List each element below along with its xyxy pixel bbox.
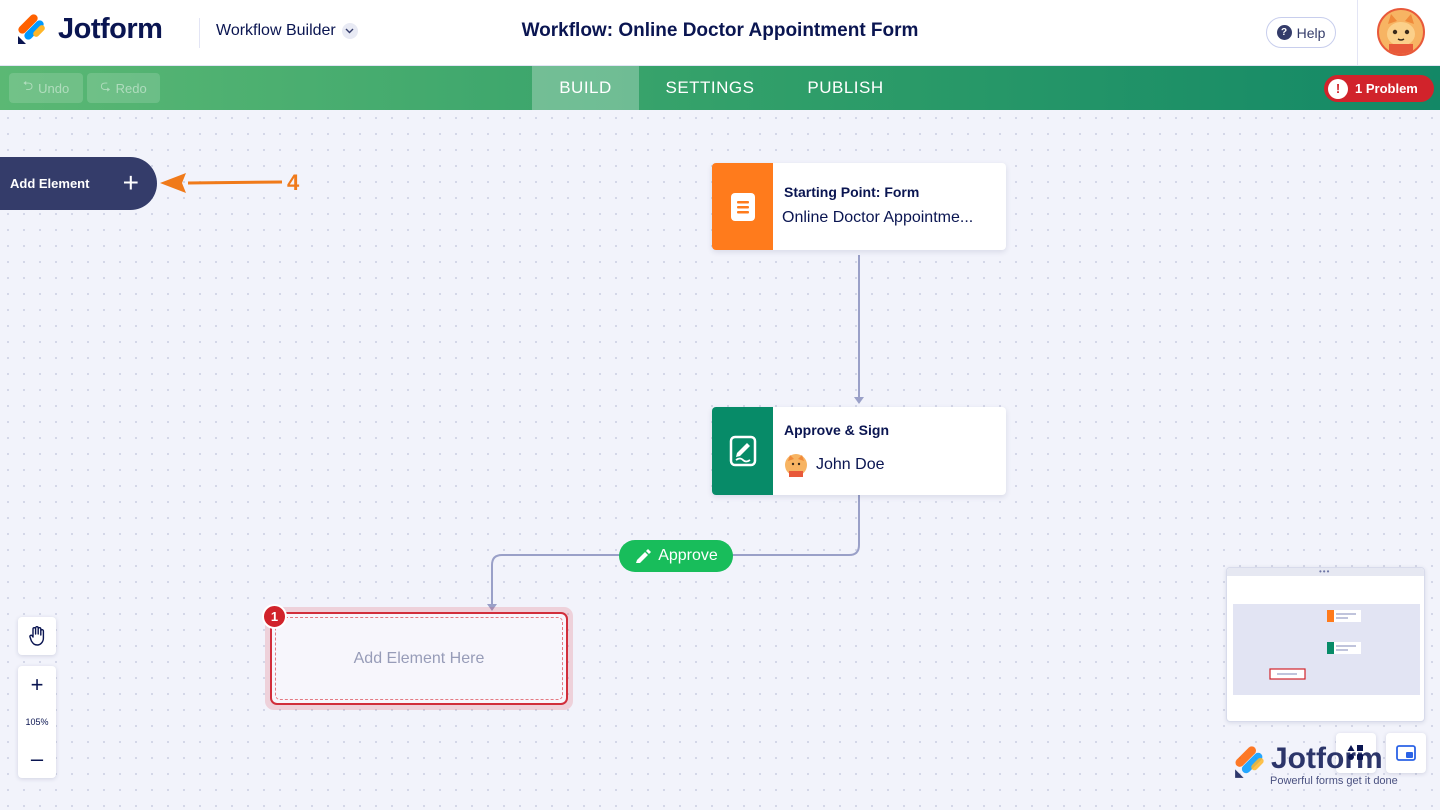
node-icon-container: [712, 407, 773, 495]
minimap-icon: [1396, 745, 1416, 761]
minimap-viewport[interactable]: [1233, 604, 1420, 695]
workflow-builder-dropdown[interactable]: Workflow Builder: [216, 22, 358, 40]
assignee-name: John Doe: [816, 456, 885, 473]
header-divider: [199, 18, 200, 48]
help-button[interactable]: ? Help: [1266, 17, 1336, 48]
brand-name: Jotform: [58, 13, 163, 45]
zoom-out-button[interactable]: –: [30, 746, 44, 771]
add-element-button[interactable]: Add Element +: [0, 157, 157, 210]
node-label: Starting Point: Form: [784, 184, 920, 200]
jotform-logo-icon: [18, 13, 45, 44]
undo-icon: ⮌: [22, 78, 34, 93]
minimap-drag-handle[interactable]: •••: [1227, 568, 1424, 576]
placeholder-label: Add Element Here: [353, 649, 485, 667]
approve-label: Approve: [658, 547, 718, 564]
tab-publish[interactable]: PUBLISH: [807, 78, 884, 97]
approve-sign-node[interactable]: Approve & Sign John Doe: [712, 407, 1006, 495]
redo-button[interactable]: ⮎ Redo: [87, 73, 160, 103]
workflow-toolbar: ⮌ Undo ⮎ Redo BUILD SETTINGS PUBLISH ! 1…: [0, 66, 1440, 110]
avatar-cat-icon: [1379, 10, 1423, 54]
page-title: Workflow: Online Doctor Appointment Form: [521, 20, 919, 41]
shapes-icon: [1347, 745, 1363, 760]
section-label: Workflow Builder: [216, 22, 336, 39]
apps-button[interactable]: [1336, 733, 1376, 773]
approve-branch-label[interactable]: Approve: [619, 540, 733, 572]
jotform-logo[interactable]: Jotform: [16, 13, 163, 46]
help-label: Help: [1296, 24, 1326, 41]
redo-label: Redo: [115, 80, 147, 96]
alert-icon: !: [1328, 78, 1348, 99]
node-label: Approve & Sign: [784, 422, 890, 438]
plus-icon: +: [122, 167, 139, 198]
redo-icon: ⮎: [100, 78, 111, 93]
node-form-name: Online Doctor Appointme...: [782, 209, 974, 226]
zoom-in-button[interactable]: +: [30, 672, 44, 697]
form-icon: [730, 192, 755, 221]
drag-dots-icon: •••: [1319, 567, 1331, 576]
top-header: Jotform Workflow Builder Workflow: Onlin…: [0, 0, 1440, 66]
approve-pen-icon: [636, 549, 652, 563]
zoom-level: 105%: [25, 717, 49, 727]
undo-button[interactable]: ⮌ Undo: [9, 73, 83, 103]
annotation-number: 4: [287, 170, 300, 195]
chevron-down-icon: [341, 23, 358, 39]
minimap-nodes: [1269, 610, 1361, 680]
starting-point-node[interactable]: Starting Point: Form Online Doctor Appoi…: [712, 163, 1006, 250]
zoom-controls: + 105% –: [18, 666, 56, 778]
question-icon: ?: [1276, 25, 1292, 40]
watermark-tagline: Powerful forms get it done: [1270, 775, 1398, 787]
tab-settings[interactable]: SETTINGS: [665, 78, 755, 97]
assignee-avatar-icon: [785, 454, 807, 477]
approve-sign-icon: [729, 435, 756, 467]
pan-tool[interactable]: [18, 617, 56, 655]
undo-label: Undo: [38, 80, 70, 96]
minimap[interactable]: •••: [1226, 567, 1425, 722]
problem-badge-button[interactable]: ! 1 Problem: [1324, 75, 1434, 102]
error-count-badge: 1: [262, 604, 287, 629]
placeholder-dashed-border: [275, 617, 563, 700]
hand-icon[interactable]: [18, 617, 56, 655]
add-element-label: Add Element: [10, 176, 90, 191]
watermark-brand: Jotform: [1271, 742, 1383, 775]
add-element-placeholder[interactable]: Add Element Here: [270, 612, 568, 705]
jotform-watermark: Jotform Powerful forms get it done: [1233, 742, 1433, 792]
user-avatar[interactable]: [1377, 8, 1425, 56]
jotform-watermark-icon: [1235, 746, 1264, 778]
problem-label: 1 Problem: [1355, 81, 1418, 96]
tab-build[interactable]: BUILD: [532, 66, 639, 110]
minimap-toggle-button[interactable]: [1386, 733, 1426, 773]
node-icon-container: [712, 163, 773, 250]
header-divider-right: [1357, 0, 1358, 66]
